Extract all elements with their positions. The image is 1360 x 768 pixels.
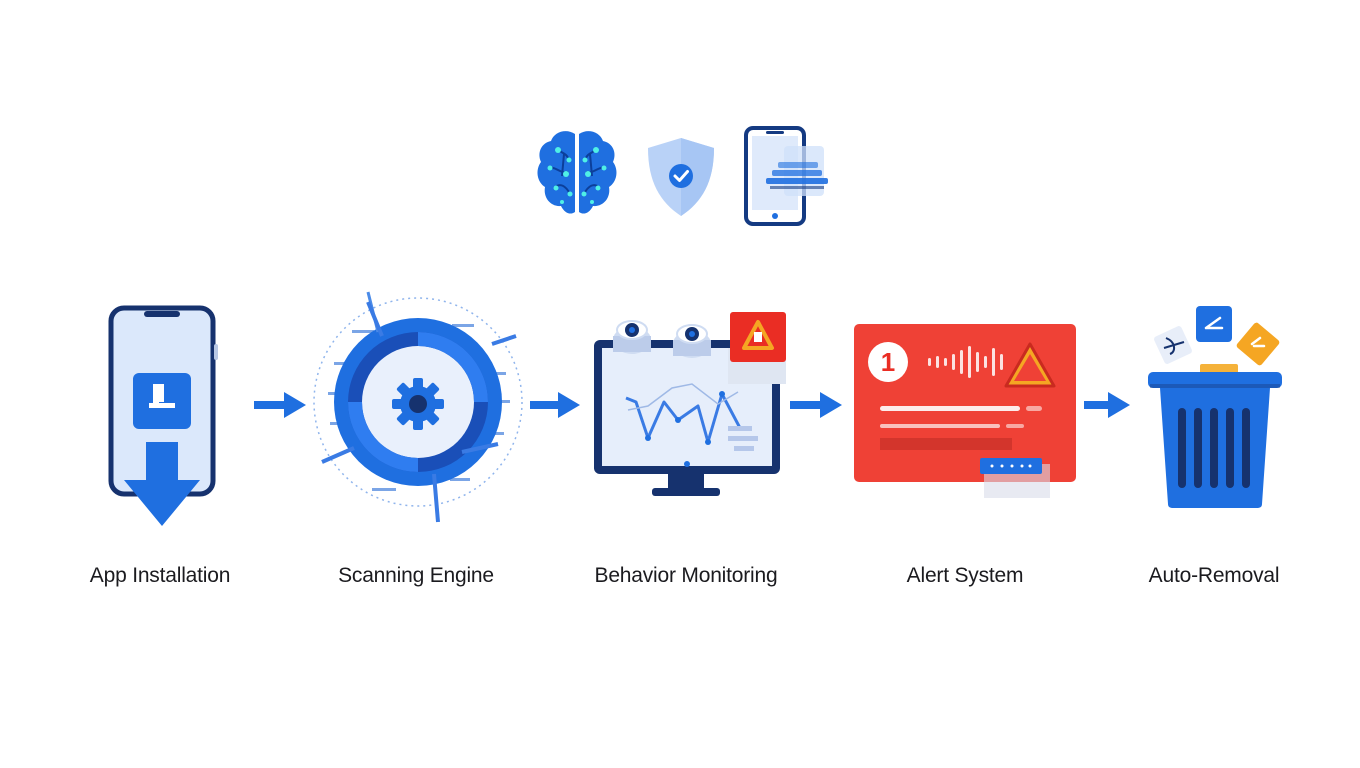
step-label-scanning-engine: Scanning Engine bbox=[338, 564, 494, 587]
phone-download-icon bbox=[104, 304, 220, 534]
brain-icon bbox=[536, 128, 618, 220]
step-label-app-installation: App Installation bbox=[89, 564, 231, 587]
shield-check-icon bbox=[644, 136, 718, 218]
arrow-right-icon bbox=[254, 392, 306, 418]
step-label-behavior-monitoring: Behavior Monitoring bbox=[594, 564, 778, 587]
step-label-alert-system: Alert System bbox=[906, 564, 1024, 587]
monitor-chart-icon bbox=[588, 310, 788, 500]
scanning-gear-icon bbox=[312, 291, 532, 523]
alert-panel-icon: 1 bbox=[854, 324, 1078, 502]
arrow-right-icon bbox=[530, 392, 580, 418]
step-label-auto-removal: Auto-Removal bbox=[1148, 564, 1280, 587]
arrow-right-icon bbox=[1084, 392, 1130, 418]
arrow-right-icon bbox=[790, 392, 842, 418]
alert-badge-number: 1 bbox=[880, 347, 896, 377]
trash-bin-icon bbox=[1146, 302, 1286, 510]
phone-layers-icon bbox=[744, 126, 836, 226]
